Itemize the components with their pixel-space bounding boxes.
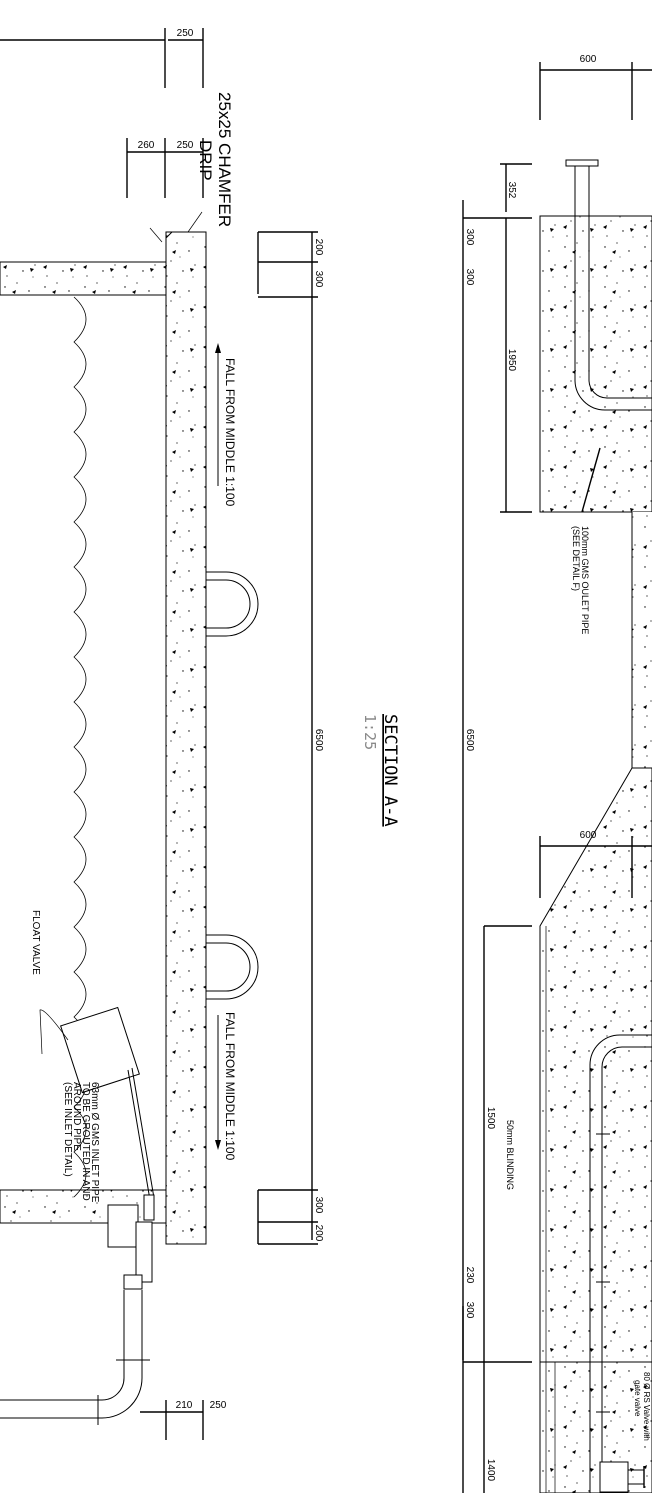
inlet-note-line-3: AROUND PIPE bbox=[71, 1082, 82, 1151]
dim-left-230: 230 bbox=[464, 1267, 475, 1284]
dim-right-top-a: 200 bbox=[313, 239, 324, 256]
roof-slab bbox=[165, 231, 207, 1245]
section-scale: 1:25 bbox=[361, 714, 379, 750]
dimensions-left bbox=[0, 28, 318, 1440]
fall-label-2: FALL FROM MIDDLE 1:100 bbox=[223, 1012, 237, 1161]
dim-bottom-b: 250 bbox=[210, 1400, 227, 1411]
foundation-section bbox=[539, 159, 652, 1493]
drip-label: DRIP bbox=[196, 140, 215, 181]
chamfer-label: 25x25 CHAMFER bbox=[215, 92, 234, 227]
inlet-note-line-1: 63mm Ø GMS INLET PIPE bbox=[89, 1082, 100, 1203]
fall-label-1: FALL FROM MIDDLE 1:100 bbox=[223, 358, 237, 507]
outlet-note-line-1: 100mm GMS OULET PIPE bbox=[580, 526, 590, 634]
dim-drip-b: 250 bbox=[177, 140, 194, 151]
vent-pipe-2 bbox=[206, 934, 259, 1000]
dim-left-1500: 1500 bbox=[485, 1107, 496, 1130]
inlet-note-line-2: TO BE GROUTED IN AND bbox=[80, 1082, 91, 1201]
dim-length-right: 6500 bbox=[464, 729, 475, 752]
dim-drip-a: 260 bbox=[138, 140, 155, 151]
rs-valve-line-1: 80 Ø RS Valve with bbox=[642, 1372, 651, 1441]
upper-plinth bbox=[539, 215, 652, 513]
dim-top-600-b: 600 bbox=[580, 830, 597, 841]
rs-valve-line-2: gate valve bbox=[633, 1380, 642, 1417]
dim-right-top-b: 300 bbox=[313, 271, 324, 288]
float-valve-label: FLOAT VALVE bbox=[30, 910, 41, 975]
vent-pipe-1 bbox=[206, 571, 259, 637]
inlet-note-line-4: (SEE INLET DETAIL) bbox=[62, 1082, 73, 1177]
dim-length-left: 6500 bbox=[313, 729, 324, 752]
dim-left-1950: 1950 bbox=[506, 349, 517, 372]
inlet-pipe bbox=[0, 1290, 143, 1419]
dim-right-bottom-a: 300 bbox=[313, 1197, 324, 1214]
tank-section bbox=[0, 211, 259, 1425]
dim-bottom-a: 210 bbox=[176, 1400, 193, 1411]
blinding-label: 50mm BLINDING bbox=[505, 1120, 515, 1190]
outlet-note-line-2: (SEE DETAIL F) bbox=[571, 526, 581, 591]
dimensions-right bbox=[462, 62, 652, 1493]
dim-right-bottom-b: 200 bbox=[313, 1225, 324, 1242]
dim-left-300-c: 300 bbox=[464, 1302, 475, 1319]
section-title: SECTION A-A bbox=[380, 714, 400, 827]
dim-top-600-a: 600 bbox=[580, 54, 597, 65]
dim-left-1400: 1400 bbox=[485, 1459, 496, 1482]
top-wall bbox=[0, 261, 167, 296]
float-valve bbox=[60, 1006, 140, 1094]
dim-left-300-a: 300 bbox=[464, 229, 475, 246]
bottom-pipe bbox=[589, 1034, 652, 1493]
outlet-pipe bbox=[574, 164, 652, 411]
dim-left-352: 352 bbox=[506, 182, 517, 199]
dim-left-top: 250 bbox=[177, 28, 194, 39]
inlet-pipe-note: 63mm Ø GMS INLET PIPE TO BE GROUTED IN A… bbox=[62, 1082, 100, 1203]
rs-valve bbox=[599, 1461, 645, 1493]
dim-left-300-b: 300 bbox=[464, 269, 475, 286]
